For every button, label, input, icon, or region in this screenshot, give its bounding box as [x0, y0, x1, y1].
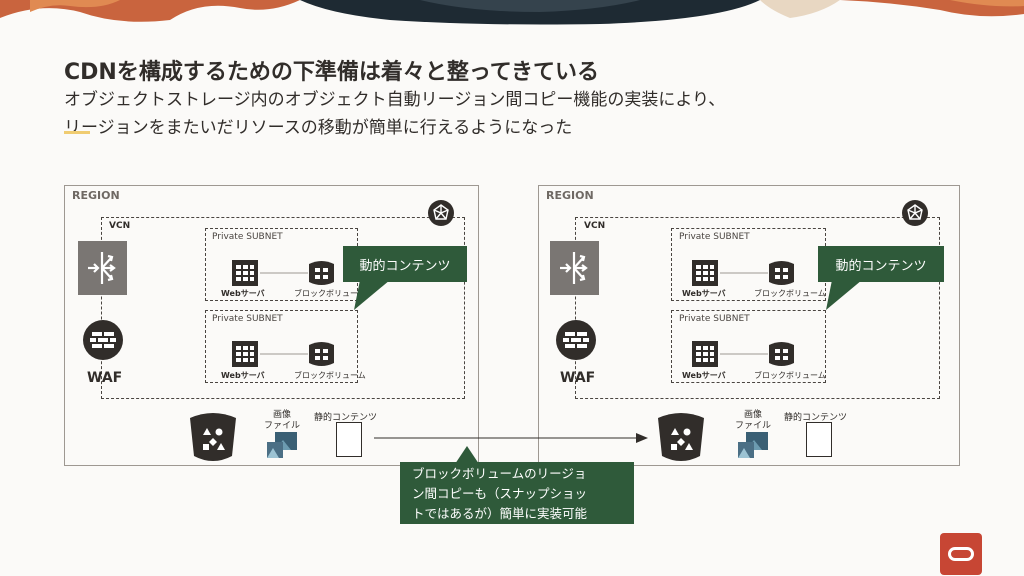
waf-left-label: WAF: [87, 370, 123, 386]
document-icon: [336, 422, 362, 457]
image-file-label: 画像 ファイル: [264, 410, 301, 431]
static-content-label: 静的コンテンツ: [314, 413, 378, 423]
oracle-ring: [948, 547, 974, 561]
block-volume-copy-callout: ブロックボリュームのリージョ ン間コピーも（スナップショッ トではあるが）簡単に…: [400, 462, 634, 524]
waf-firewall-icon: [83, 320, 123, 360]
title-underline-accent: [64, 131, 90, 134]
abstract-pattern-banner: [0, 0, 1024, 26]
vcn-right: [575, 217, 940, 399]
web-server-label: Webサーバ: [682, 371, 726, 380]
callout-line-3: トではあるが）簡単に実装可能: [412, 506, 588, 521]
subnet-left-2-label: Private SUBNET: [212, 314, 283, 324]
compute-server-icon: [232, 341, 258, 367]
block-volume-icon: [309, 342, 334, 366]
block-volume-label: ブロックボリューム: [754, 289, 826, 298]
region-right-label: REGION: [546, 189, 594, 202]
compute-server-icon: [692, 260, 718, 286]
waf-firewall-icon: [556, 320, 596, 360]
image-file-icon: [267, 432, 297, 458]
dynamic-routing-gateway-icon: [428, 200, 454, 226]
server-volume-connector: [260, 272, 308, 274]
subtitle-line-2: リージョンをまたいだリソースの移動が簡単に行えるようになった: [64, 118, 573, 138]
server-volume-connector: [260, 353, 308, 355]
block-volume-label: ブロックボリューム: [294, 371, 366, 380]
vcn-left: [101, 217, 465, 399]
block-volume-label: ブロックボリューム: [294, 289, 366, 298]
object-storage-bucket-icon: [190, 413, 236, 461]
bubble-pointer: [354, 280, 390, 310]
dynamic-routing-gateway-icon: [902, 200, 928, 226]
region-left-label: REGION: [72, 189, 120, 202]
slide-title: CDNを構成するための下準備は着々と整ってきている: [64, 60, 600, 85]
load-balancer-icon: [78, 241, 127, 295]
dynamic-content-bubble-left: 動的コンテンツ: [343, 246, 467, 282]
image-file-label: 画像 ファイル: [735, 410, 772, 431]
replication-arrow: [374, 433, 648, 443]
web-server-label: Webサーバ: [682, 289, 726, 298]
compute-server-icon: [232, 260, 258, 286]
block-volume-icon: [309, 261, 334, 285]
static-content-label: 静的コンテンツ: [784, 413, 848, 423]
block-volume-label: ブロックボリューム: [754, 371, 826, 380]
load-balancer-icon: [550, 241, 599, 295]
waf-right-label: WAF: [560, 370, 596, 386]
object-storage-bucket-icon: [658, 413, 704, 461]
subnet-left-1-label: Private SUBNET: [212, 232, 283, 242]
dynamic-content-bubble-right: 動的コンテンツ: [818, 246, 944, 282]
server-volume-connector: [720, 353, 768, 355]
vcn-left-label: VCN: [109, 221, 131, 231]
block-volume-icon: [769, 342, 794, 366]
callout-line-1: ブロックボリュームのリージョ: [412, 466, 587, 481]
subtitle-line-1: オブジェクトストレージ内のオブジェクト自動リージョン間コピー機能の実装により、: [64, 90, 726, 110]
banner-art: [0, 0, 1024, 26]
image-file-icon: [738, 432, 768, 458]
server-volume-connector: [720, 272, 768, 274]
compute-server-icon: [692, 341, 718, 367]
web-server-label: Webサーバ: [221, 371, 265, 380]
block-volume-icon: [769, 261, 794, 285]
subnet-right-1-label: Private SUBNET: [679, 232, 750, 242]
bubble-pointer: [826, 280, 862, 310]
callout-line-2: ン間コピーも（スナップショッ: [412, 486, 588, 501]
document-icon: [806, 422, 832, 457]
callout-pointer: [455, 446, 479, 464]
web-server-label: Webサーバ: [221, 289, 265, 298]
slide-subtitle: オブジェクトストレージ内のオブジェクト自動リージョン間コピー機能の実装により、 …: [64, 86, 964, 142]
oracle-logo-icon: [940, 533, 982, 575]
subnet-right-2-label: Private SUBNET: [679, 314, 750, 324]
vcn-right-label: VCN: [584, 221, 606, 231]
